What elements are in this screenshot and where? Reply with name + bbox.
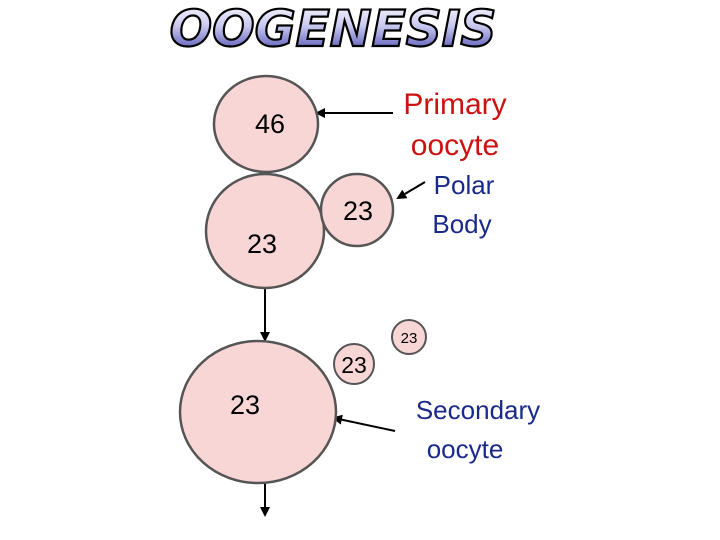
primary-oocyte-label-line2: oocyte bbox=[411, 129, 499, 162]
first-polar-body-chromosome-count: 23 bbox=[343, 196, 373, 226]
mature-cell-chromosome-count: 23 bbox=[230, 390, 260, 420]
small-polar-body-right bbox=[391, 319, 427, 355]
primary-oocyte-cell bbox=[212, 74, 320, 174]
first-polar-body bbox=[319, 172, 395, 248]
secondary-oocyte-label-line1: Secondary bbox=[416, 395, 540, 425]
primary-oocyte-chromosome-count: 46 bbox=[255, 109, 285, 139]
cell-after-division-1 bbox=[204, 172, 326, 290]
arrow-to-secondary-oocyte bbox=[332, 414, 396, 432]
arrow-to-polar-body bbox=[396, 181, 426, 200]
polar-body-label-line2: Body bbox=[432, 209, 491, 239]
secondary-oocyte-label-line2: oocyte bbox=[427, 434, 504, 464]
small-polar-body-left bbox=[333, 343, 375, 385]
small-polar-body-left-count: 23 bbox=[341, 352, 367, 378]
small-polar-body-right-count: 23 bbox=[401, 330, 418, 347]
division-1-chromosome-count: 23 bbox=[247, 229, 277, 259]
mature-cell bbox=[178, 339, 338, 485]
polar-body-label-line1: Polar bbox=[434, 170, 495, 200]
diagram-title: OOGENESIS bbox=[170, 0, 497, 58]
primary-oocyte-label-line1: Primary bbox=[403, 88, 506, 121]
